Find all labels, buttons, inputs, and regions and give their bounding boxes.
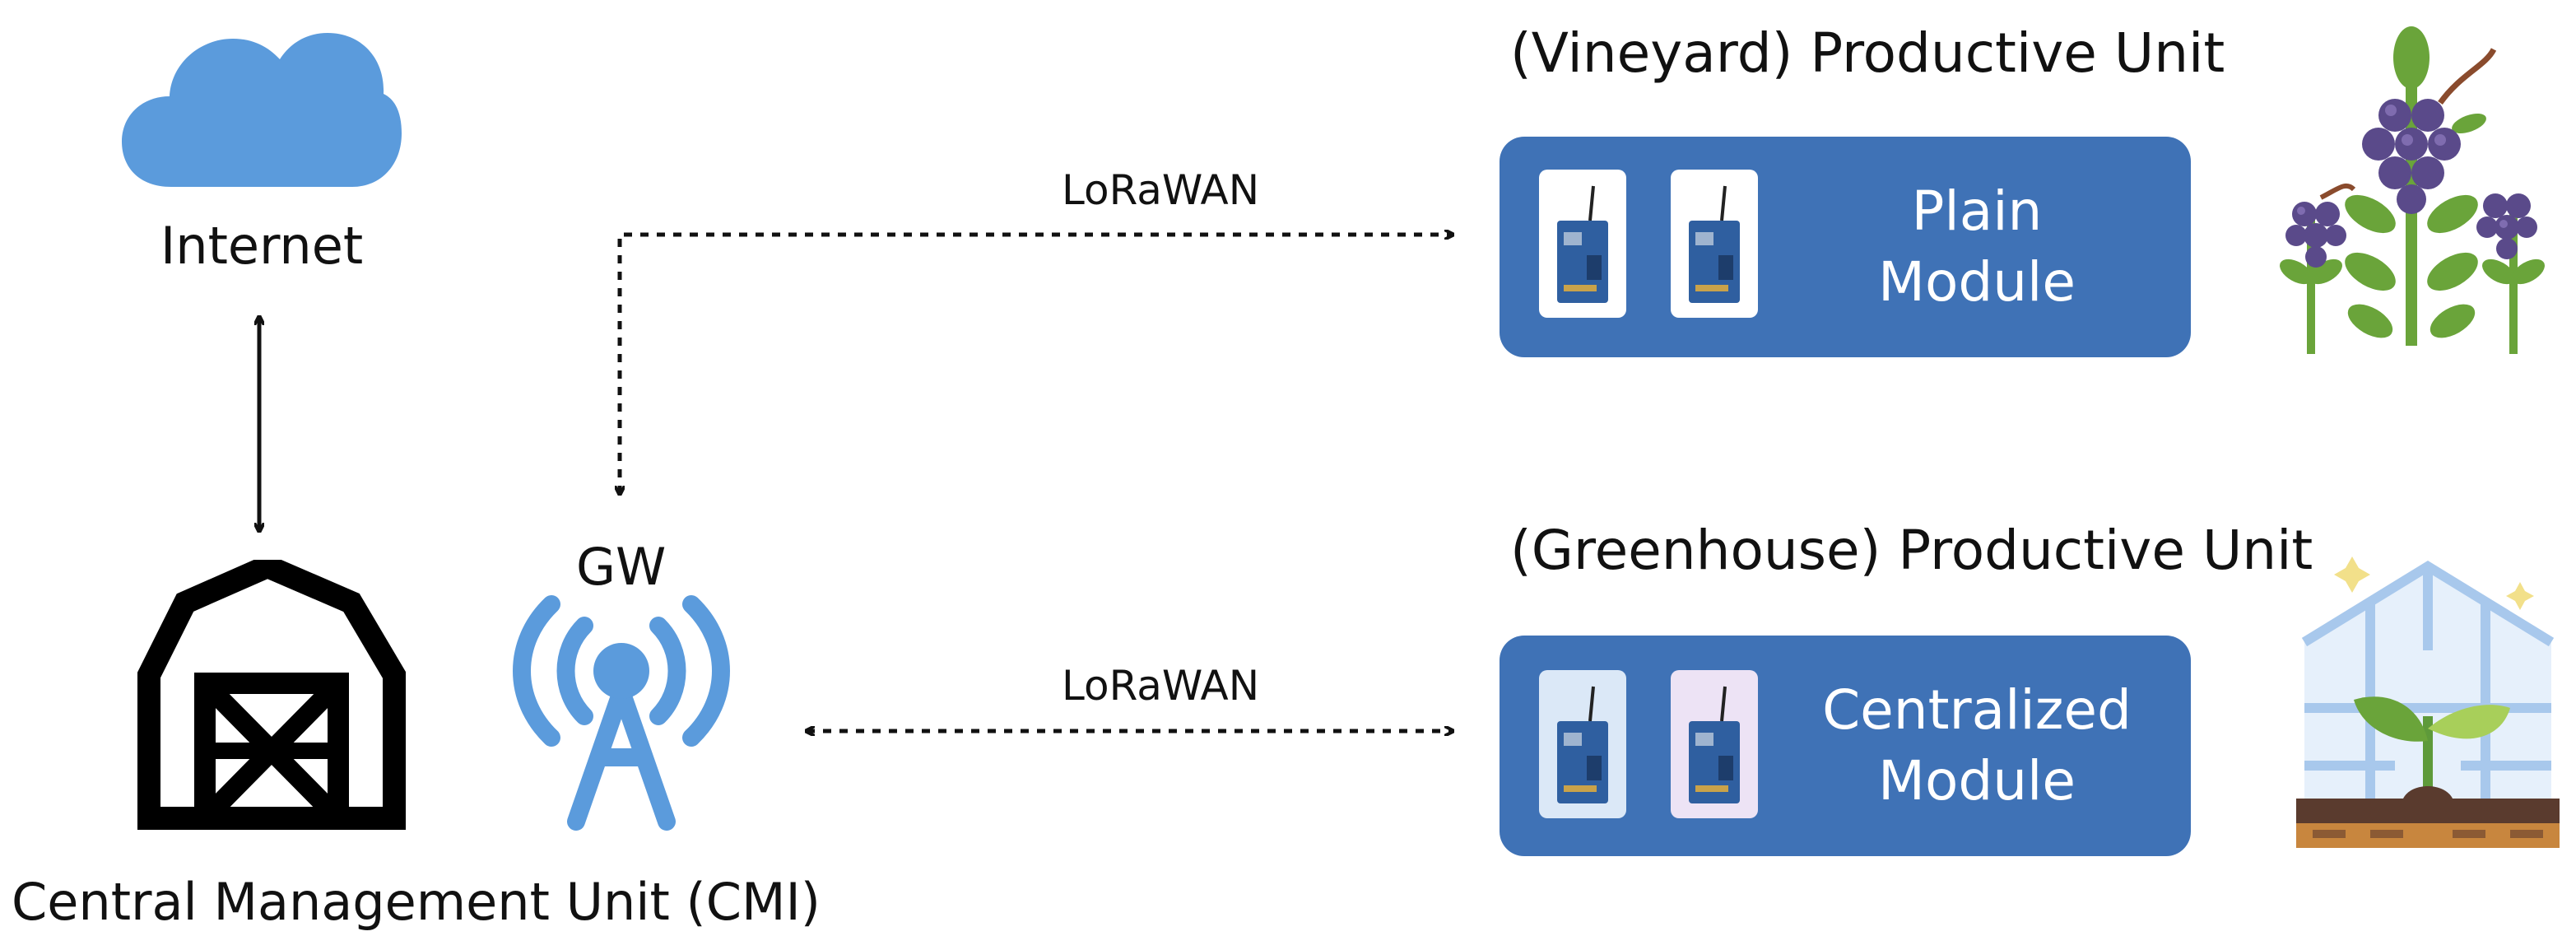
gateway-label: GW [576,537,667,597]
radio-tower-icon [513,595,730,831]
cmu-label: Central Management Unit (CMI) [12,872,821,932]
device-card [1539,670,1626,818]
module-name-line2: Module [1878,249,2076,314]
module-name-line2: Module [1878,748,2076,813]
device-card [1539,170,1626,318]
barn-icon [137,560,406,830]
lora-board-icon [1689,686,1740,803]
cloud-icon [122,33,402,187]
vineyard-title: (Vineyard) Productive Unit [1510,21,2225,85]
module-name-line1: Plain [1911,179,2043,243]
grape-vine-icon [2280,26,2545,354]
vineyard-module-box: Plain Module [1500,137,2191,357]
lora-board-icon [1557,185,1608,303]
lora-board-icon [1689,185,1740,303]
device-card [1671,170,1758,318]
vineyard-lora-arrow [620,235,1453,494]
greenhouse-plant-icon [2296,556,2560,848]
greenhouse-title: (Greenhouse) Productive Unit [1510,519,2313,582]
vineyard-link-label: LoRaWAN [1062,166,1260,214]
greenhouse-link-label: LoRaWAN [1062,662,1260,710]
device-card [1671,670,1758,818]
module-name-line1: Centralized [1822,678,2132,742]
greenhouse-module-box: Centralized Module [1500,636,2191,856]
lora-board-icon [1557,686,1608,803]
internet-label: Internet [160,216,364,276]
vineyard-module-name: Plain Module [1820,176,2133,318]
greenhouse-module-name: Centralized Module [1820,675,2133,817]
